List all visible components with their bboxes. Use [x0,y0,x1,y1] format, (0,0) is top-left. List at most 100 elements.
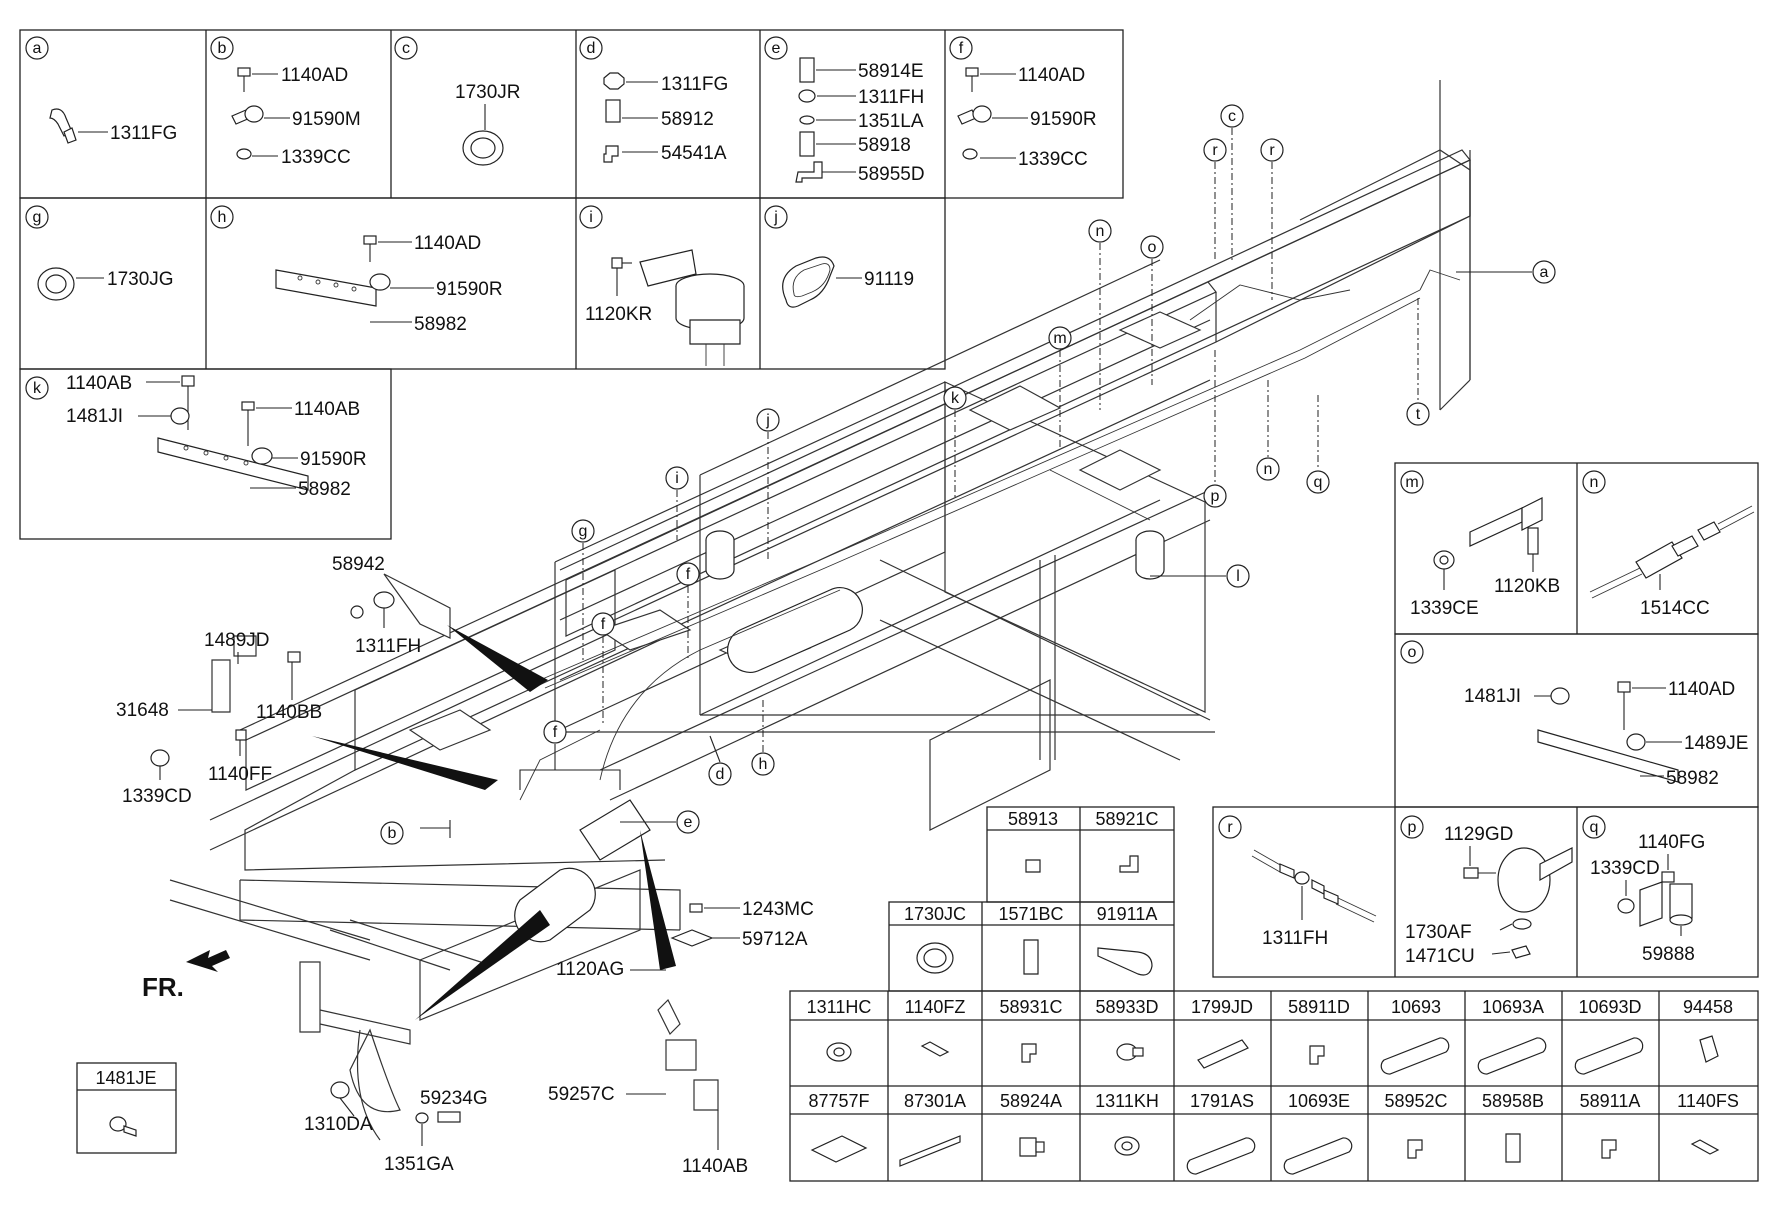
inset-e-part-2: 1311FH [858,87,924,108]
inset-o-part-1: 1481JI [1464,686,1521,707]
callout-7: k [951,390,960,407]
callout-12: p [1211,488,1220,505]
grid-row2-cell-6: 10693E [1288,1091,1350,1111]
inset-g-part-1: 1730JG [107,269,174,290]
inset-o-tag: o [1408,644,1417,661]
callout-10: q [1314,474,1323,491]
inset-h-part-2: 91590R [436,279,503,300]
inset-f: f 1140AD 91590R 1339CC [949,36,1097,170]
part-box-1481je: 1481JE [76,1062,177,1154]
callout-9: t [1416,406,1421,423]
inset-grid-right [1212,462,1759,978]
callout-21: f [553,724,558,741]
inset-o-part-4: 58982 [1666,768,1719,789]
inset-o-part-3: 1489JE [1684,733,1748,754]
inset-a-tag: a [33,40,42,57]
callout-1: c [1228,108,1236,125]
inset-k-part-5: 58982 [298,479,351,500]
grid-row2-cell-3: 58924A [1000,1091,1062,1111]
inset-k: k 1140AB 1481JI 1140AB 91590R 58982 [25,373,367,500]
grid-row1-cell-9: 10693D [1578,997,1641,1017]
inset-c-part-1: 1730JR [455,82,521,103]
label-59712a: 59712A [742,929,808,950]
label-58942: 58942 [332,554,385,575]
grid-row2-cell-8: 58958B [1482,1091,1544,1111]
inset-d-tag: d [587,40,596,57]
inset-f-part-3: 1339CC [1018,149,1088,170]
callout-20: d [716,766,725,783]
inset-r: r 1311FH [1218,815,1377,949]
inset-n-part-1: 1514CC [1640,598,1710,619]
inset-f-tag: f [959,40,964,57]
grid-row1-cell-1: 1311HC [807,997,872,1017]
inset-e-tag: e [772,40,781,57]
inset-k-part-3: 1140AB [294,399,360,420]
inset-e-part-3: 1351LA [858,111,924,132]
callout-23: b [388,825,397,842]
inset-o: o 1481JI 1140AD 1489JE 58982 [1400,640,1748,789]
inset-g-tag: g [33,209,42,226]
inset-d-part-3: 54541A [661,143,727,164]
inset-f-part-1: 1140AD [1018,65,1085,86]
grid-mid-cell-2: 1571BC [998,904,1063,924]
inset-k-part-1: 1140AB [66,373,132,394]
inset-d-part-1: 1311FG [661,74,728,95]
inset-i-tag: i [589,209,593,226]
grid-row2-cell-4: 1311KH [1095,1091,1159,1111]
inset-q-part-3: 59888 [1642,944,1695,965]
front-direction-indicator: FR. [142,950,230,1002]
inset-m-tag: m [1405,474,1418,491]
grid-row2-cell-1: 87757F [808,1091,869,1111]
inset-i: i 1120KR [579,205,745,366]
label-1311fh: 1311FH [355,636,421,657]
label-1140ab: 1140AB [682,1156,748,1177]
inset-b-tag: b [218,40,227,57]
grid-mid-cell-1: 1730JC [904,904,966,924]
inset-h-tag: h [218,209,227,226]
inset-b: b 1140AD 91590M 1339CC [210,36,361,168]
inset-p-part-3: 1471CU [1405,946,1475,967]
inset-e-part-4: 58918 [858,135,911,156]
grid-top-cell-2: 58921C [1095,809,1158,829]
inset-b-part-1: 1140AD [281,65,348,86]
callout-5: o [1148,239,1157,256]
label-31648: 31648 [116,700,169,721]
inset-h: h 1140AD 91590R 58982 [210,205,503,335]
inset-p-part-1: 1129GD [1444,824,1513,845]
grid-row1-cell-6: 58911D [1288,997,1350,1017]
inset-j-tag: j [773,209,778,226]
inset-k-part-4: 91590R [300,449,367,470]
inset-c-tag: c [402,40,410,57]
inset-g: g 1730JG [25,205,174,301]
inset-m-part-2: 1120KB [1494,576,1560,597]
label-1243mc: 1243MC [742,899,814,920]
grid-row1-cell-10: 94458 [1683,997,1733,1017]
inset-r-tag: r [1227,819,1233,836]
callout-3: r [1269,142,1275,159]
inset-m-part-1: 1339CE [1410,598,1479,619]
inset-i-part-1: 1120KR [585,304,652,325]
inset-k-tag: k [33,380,42,397]
inset-a: a 1311FG [25,36,177,144]
inset-c: c 1730JR [394,36,521,166]
grid-row2-cell-2: 87301A [904,1091,966,1111]
callout-6: m [1053,330,1066,347]
label-1310da: 1310DA [304,1114,373,1135]
inset-p-tag: p [1408,819,1417,836]
grid-row1-cell-7: 10693 [1391,997,1441,1017]
callout-14: i [675,470,679,487]
inset-d-part-2: 58912 [661,109,714,130]
hardware-table-small: 58913 58921C 1730JC 1571BC 91911A [888,806,1175,992]
inset-j: j 91119 [764,205,914,308]
grid-row2-cell-5: 1791AS [1190,1091,1254,1111]
inset-b-part-3: 1339CC [281,147,351,168]
label-1489jd: 1489JD [204,630,270,651]
grid-top-cell-1: 58913 [1008,809,1058,829]
hardware-table-large: 1311HC 1140FZ 58931C 58933D 1799JD 58911… [789,990,1759,1182]
inset-h-part-3: 58982 [414,314,467,335]
inset-q: q 1140FG 1339CD 59888 [1582,815,1705,965]
chassis-frame [169,80,1471,1141]
grid-row1-cell-4: 58933D [1095,997,1158,1017]
inset-grid-top [19,29,1124,540]
inset-j-part-1: 91119 [864,269,914,290]
